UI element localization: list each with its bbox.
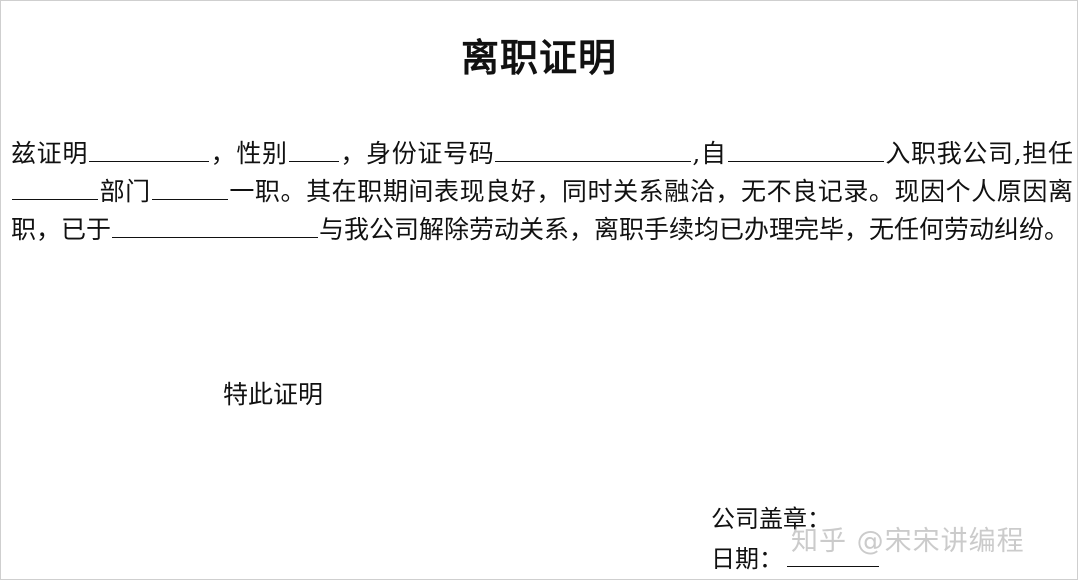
body-segment: ，身份证号码 (339, 139, 495, 168)
body-segment: 与我公司解除劳动关系，离职手续均已办理完毕，无任何劳动纠纷。 (319, 215, 1070, 244)
date-label: 日期： (711, 545, 783, 573)
gender-blank (288, 135, 339, 162)
body-segment: ，性别 (210, 139, 288, 168)
closing-statement: 特此证明 (223, 380, 324, 409)
certificate-body: 兹证明 ，性别 ，身份证号码 ,自 入职我公司,担任部门一职。其在职期间表现良好，同时关… (11, 135, 1073, 249)
watermark: 知乎 @宋宋讲编程 (791, 526, 1025, 557)
body-segment: 入职我公司,担任 (884, 139, 1073, 168)
position-blank (151, 173, 228, 200)
company-seal-label: 公司盖章： (711, 505, 831, 533)
date-blank (787, 542, 879, 567)
body-segment: ,自 (692, 139, 727, 168)
id-number-blank (495, 135, 692, 162)
date-line: 日期： (711, 539, 879, 574)
hire-date-blank (727, 135, 884, 162)
body-segment: 一职。其在职期间表现良好，同时关系融洽，无不良记录。现因个人原因离职，已于 (11, 177, 1073, 244)
department-blank (12, 173, 98, 200)
body-segment: 部门 (99, 177, 151, 206)
termination-date-blank (112, 211, 319, 238)
name-blank (89, 135, 210, 162)
document-title: 离职证明 (460, 35, 617, 80)
body-segment: 兹证明 (11, 139, 89, 168)
